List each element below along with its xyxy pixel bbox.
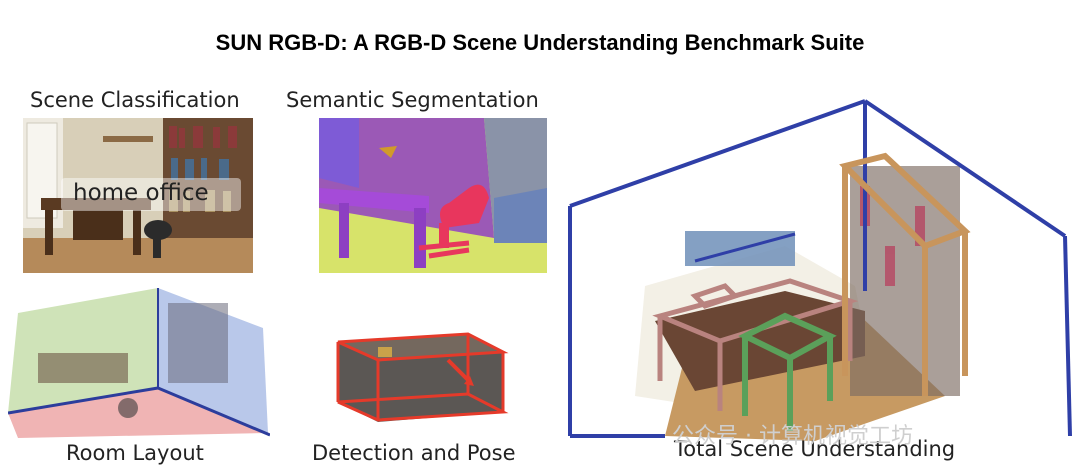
watermark-text: 公众号 · 计算机视觉工坊	[672, 424, 913, 449]
detection-pose-label: Detection and Pose	[312, 441, 516, 465]
semantic-segmentation-label: Semantic Segmentation	[286, 88, 539, 112]
room-layout-image	[8, 283, 270, 438]
scene-classification-label: Scene Classification	[30, 88, 240, 112]
scene-classification-image: home office	[23, 118, 253, 273]
semantic-segmentation-image	[319, 118, 547, 273]
scene-class-overlay-text: home office	[73, 180, 209, 206]
total-scene-image	[565, 96, 1075, 441]
figure-title: SUN RGB-D: A RGB-D Scene Understanding B…	[215, 30, 865, 55]
room-layout-label: Room Layout	[66, 441, 204, 465]
total-scene-label: Total Scene Understanding	[674, 437, 956, 461]
detection-pose-image	[318, 292, 530, 440]
